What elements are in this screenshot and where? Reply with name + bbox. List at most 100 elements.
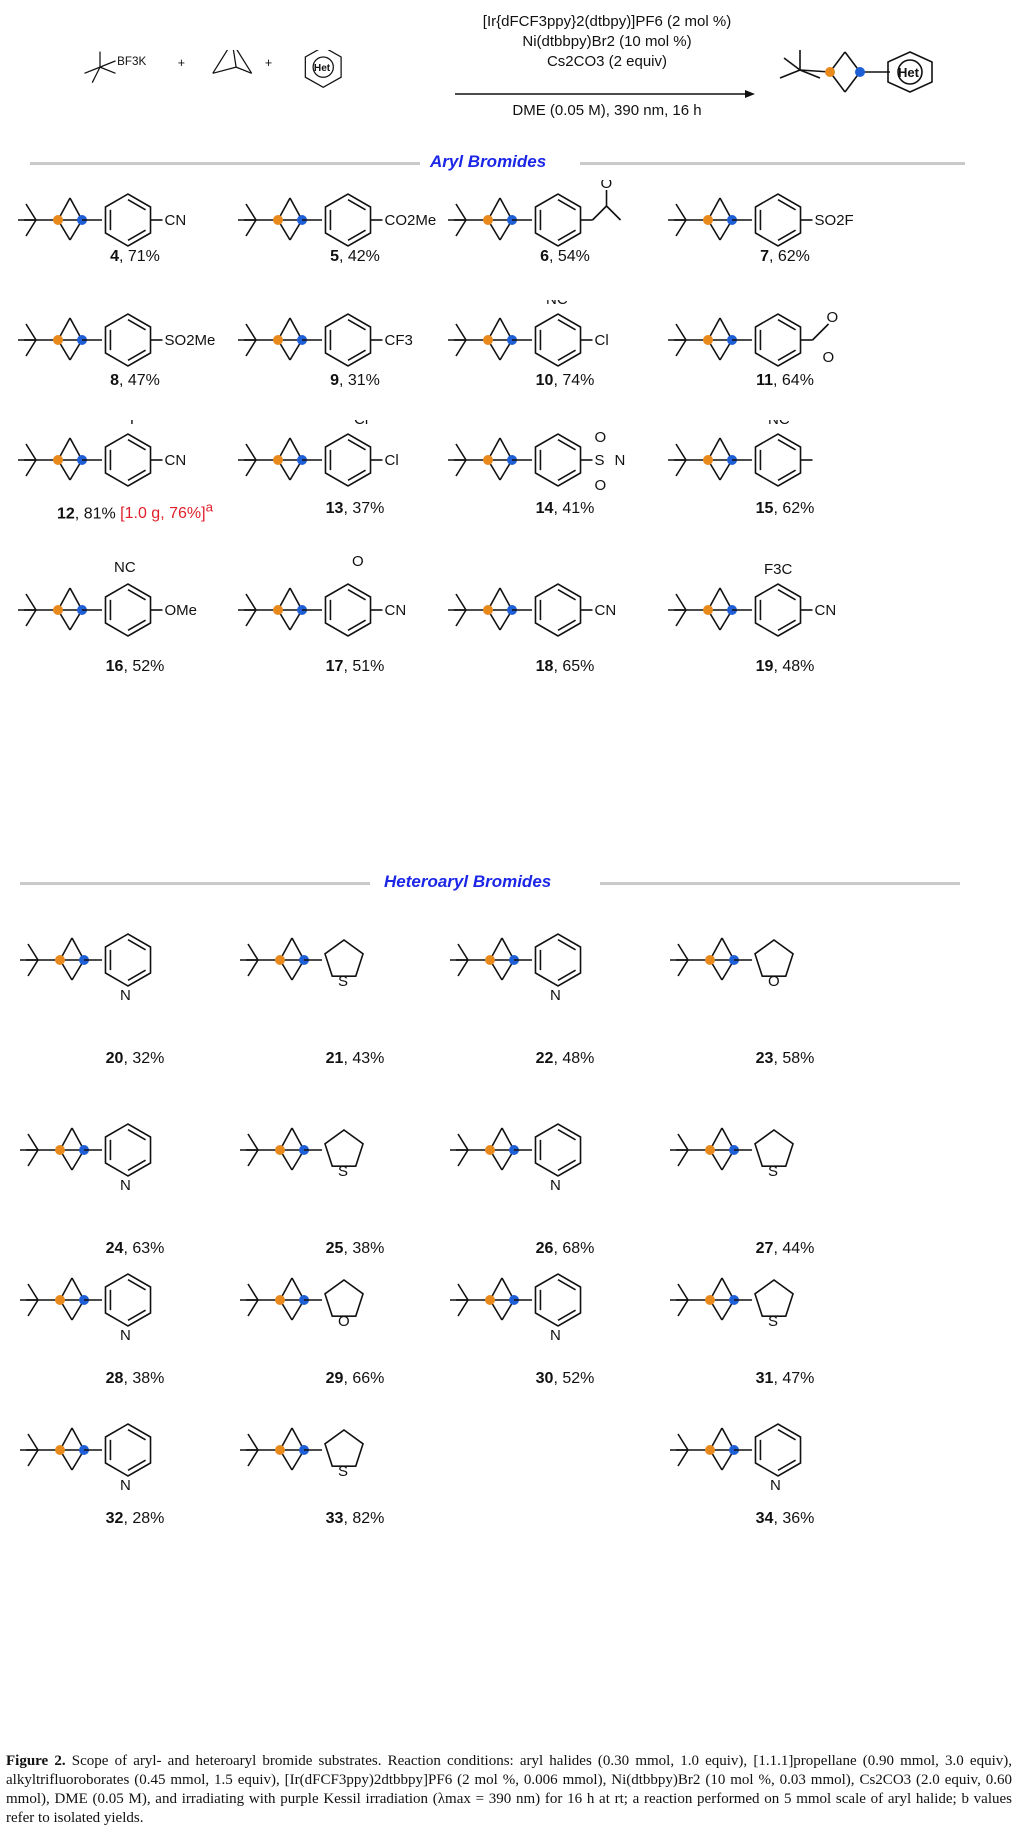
compound-number: 32 — [105, 1510, 124, 1527]
atom-label: SO2Me — [165, 332, 216, 349]
compound-number: 4 — [110, 248, 119, 265]
compound-yield: , 52% — [123, 658, 165, 675]
compound-number: 11 — [756, 372, 773, 389]
compound-11-structure: OO — [668, 309, 839, 367]
compound-number: 28 — [105, 1370, 124, 1387]
compound-number: 5 — [330, 248, 339, 265]
compound-caption: 8, 47% — [10, 372, 260, 390]
atom-label: F3C — [764, 561, 793, 578]
atom-label: O — [601, 180, 613, 192]
compound-number: 34 — [755, 1510, 774, 1527]
compound-21-structure: S — [240, 937, 364, 990]
figure-caption-lead: Figure 2. — [6, 1753, 66, 1769]
compound-number: 7 — [760, 248, 769, 265]
compound-yield: , 36% — [773, 1510, 815, 1527]
compound-15-structure: NC — [668, 420, 813, 487]
compound-number: 20 — [105, 1050, 124, 1067]
compound-number: 12 — [57, 505, 75, 523]
compound-7-structure: SO2F — [668, 193, 854, 247]
compound-5-structure: CO2Me — [238, 193, 436, 247]
compound-number: 13 — [325, 500, 344, 517]
atom-label: O — [823, 349, 835, 366]
atom-label: OMe — [165, 602, 198, 619]
compound-8: SO2Me — [10, 300, 260, 410]
compound-number: 33 — [325, 1510, 344, 1527]
atom-label: CN — [165, 452, 187, 469]
compound-yield: , 68% — [553, 1240, 595, 1257]
compound-33-structure: S — [240, 1427, 364, 1480]
compound-yield: , 31% — [338, 372, 380, 389]
compound-caption: 26, 68% — [440, 1240, 690, 1258]
heteroaryl-section-title: Heteroaryl Bromides — [384, 872, 552, 891]
atom-label: N — [550, 1327, 561, 1344]
compound-12: CN F — [10, 420, 260, 530]
compound-number: 29 — [325, 1370, 344, 1387]
compound-caption: 14, 41% — [440, 500, 690, 518]
compound-yield: , 47% — [773, 1370, 815, 1387]
compound-caption: 22, 48% — [440, 1050, 690, 1068]
atom-label: F — [130, 420, 139, 428]
compound-26: N — [440, 1090, 690, 1230]
compound-caption: 33, 82% — [230, 1510, 480, 1528]
compound-number: 8 — [110, 372, 119, 389]
compound-caption: 11, 64% — [660, 372, 910, 390]
atom-label: SO2F — [815, 212, 854, 229]
compound-5: CO2Me — [230, 180, 480, 290]
atom-label: O — [595, 429, 607, 446]
compound-12-structure: CN F — [18, 420, 187, 487]
atom-label: S — [338, 1463, 348, 1480]
compound-yield: , 62% — [768, 248, 810, 265]
figure-caption: Figure 2. Scope of aryl- and heteroaryl … — [6, 1752, 1012, 1828]
compound-yield: , 74% — [553, 372, 595, 389]
atom-label: CN — [385, 602, 407, 619]
compound-number: 25 — [325, 1240, 344, 1257]
reagents-drawing: BF3K + + Br Het — [84, 50, 342, 89]
compound-caption: 5, 42% — [230, 248, 480, 266]
atom-label: N — [120, 1477, 131, 1494]
atom-label: CF3 — [385, 332, 413, 349]
atom-label: N — [550, 987, 561, 1004]
compound-number: 31 — [755, 1370, 774, 1387]
compound-caption: 9, 31% — [230, 372, 480, 390]
compound-caption: 28, 38% — [10, 1370, 260, 1388]
compound-caption: 24, 63% — [10, 1240, 260, 1258]
atom-label: CN — [815, 602, 837, 619]
heteroaryl-section-header: Heteroaryl Bromides — [0, 872, 1018, 894]
compound-13: ClCl — [230, 420, 480, 530]
atom-label: S — [768, 1163, 778, 1180]
compound-number: 6 — [540, 248, 549, 265]
atom-label: S — [595, 452, 605, 469]
compound-yield: , 28% — [123, 1510, 165, 1527]
compound-number: 17 — [325, 658, 344, 675]
compound-caption: 30, 52% — [440, 1370, 690, 1388]
compound-caption: 7, 62% — [660, 248, 910, 266]
compound-yield: , 71% — [118, 248, 160, 265]
compound-4-structure: CN — [18, 193, 186, 247]
compound-caption: 23, 58% — [660, 1050, 910, 1068]
compound-yield: , 48% — [773, 658, 815, 675]
compound-caption: 13, 37% — [230, 500, 480, 518]
figure-caption-text: Scope of aryl- and heteroaryl bromide su… — [6, 1753, 1013, 1826]
compound-18: CN — [440, 550, 690, 660]
compound-21: S — [230, 900, 480, 1040]
atom-label: O — [827, 309, 839, 326]
compound-caption: 12, 81% [1.0 g, 76%]a — [10, 500, 260, 523]
condition-photocatalyst: [Ir{dFCF3ppy}2(dtbpy)]PF6 (2 mol %) — [482, 13, 732, 30]
compound-18-structure: CN — [448, 583, 616, 637]
compound-number: 10 — [535, 372, 554, 389]
compound-caption: 21, 43% — [230, 1050, 480, 1068]
propellane-structure — [212, 50, 253, 74]
compound-27: S — [660, 1090, 910, 1230]
compound-yield: , 47% — [118, 372, 160, 389]
compound-32-structure: N — [20, 1423, 152, 1494]
compound-yield: , 65% — [553, 658, 595, 675]
scheme-product: Het — [779, 50, 933, 93]
compound-23-structure: O — [670, 937, 794, 990]
compound-34-structure: N — [670, 1423, 802, 1494]
compound-26-structure: N — [450, 1123, 582, 1194]
compound-33: S — [230, 1390, 480, 1530]
compound-caption: 10, 74% — [440, 372, 690, 390]
